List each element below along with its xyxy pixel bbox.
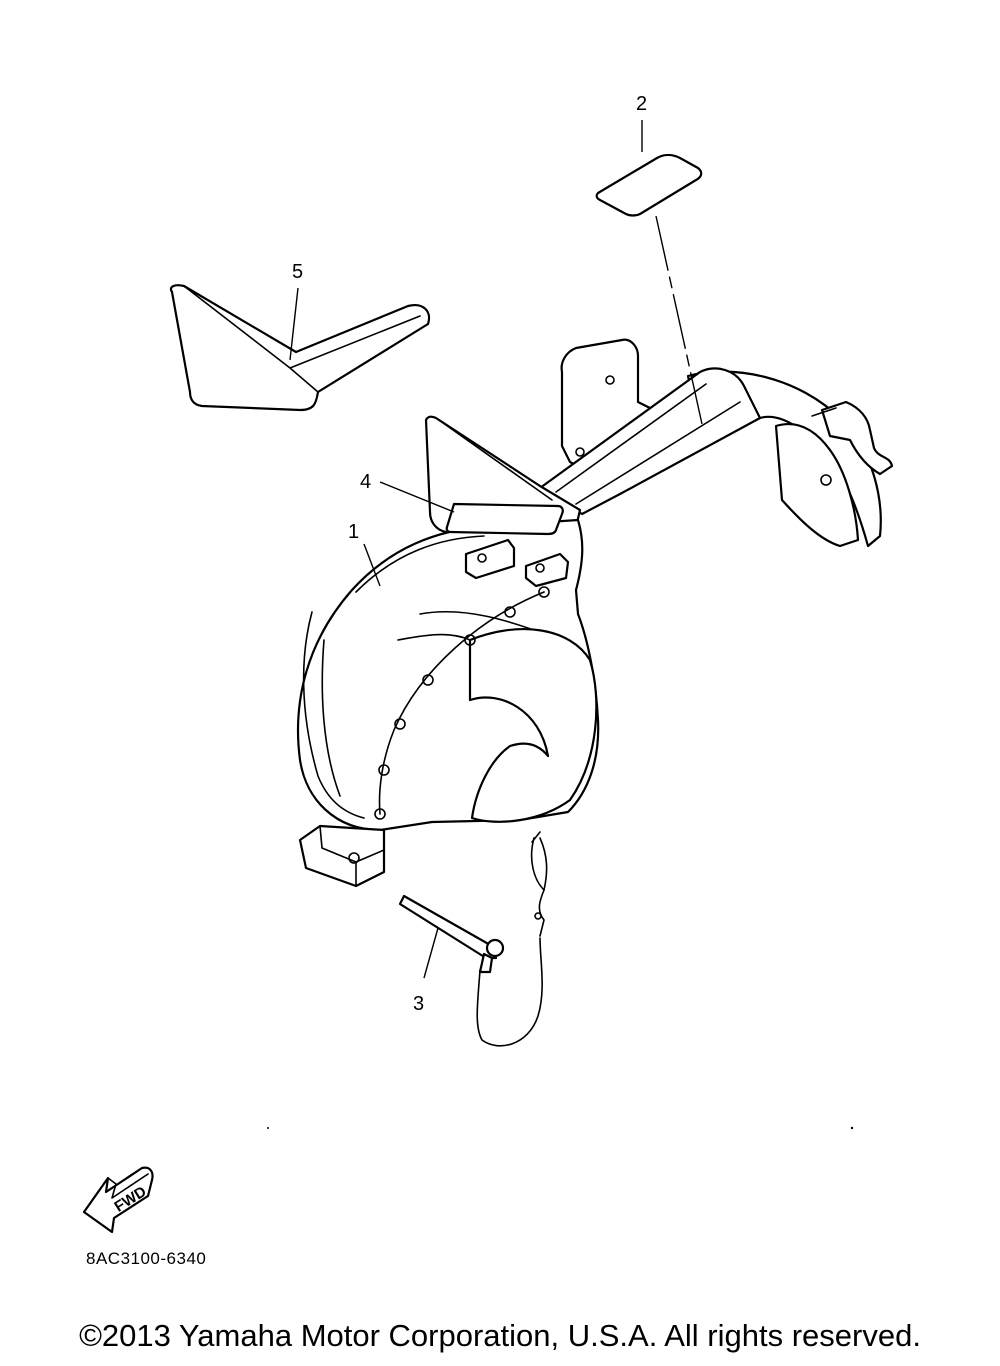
scan-speck [850, 1126, 854, 1130]
part-2-label [595, 153, 703, 217]
callout-4: 4 [360, 471, 371, 493]
copyright-notice: ©2013 Yamaha Motor Corporation, U.S.A. A… [79, 1318, 921, 1353]
leader-2-dashed [655, 215, 703, 425]
callout-5: 5 [292, 261, 303, 283]
callout-2: 2 [636, 93, 647, 115]
leader-4 [379, 481, 455, 513]
part-4-label [445, 502, 564, 536]
callout-1: 1 [348, 521, 359, 543]
part-3-pin [398, 831, 548, 1047]
leader-1 [363, 543, 381, 587]
scan-speck [267, 1127, 269, 1129]
leader-5 [289, 287, 299, 361]
leader-3 [423, 927, 439, 979]
fwd-arrow-icon: FWD [82, 1166, 154, 1234]
callout-3: 3 [413, 993, 424, 1015]
part-5-pad [169, 284, 431, 412]
diagram-code: 8AC3100-6340 [86, 1249, 207, 1268]
part-1-cover [296, 338, 894, 888]
leader-lines [289, 120, 703, 979]
